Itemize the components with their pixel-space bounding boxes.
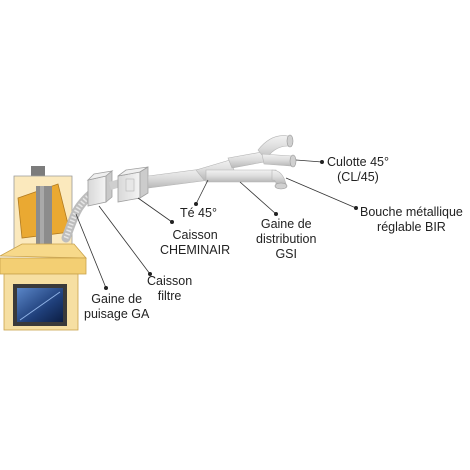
label-te: Té 45° <box>180 206 217 220</box>
leader-gaine-distribution <box>239 181 277 215</box>
vent-outlet-top <box>286 134 294 148</box>
label-culotte: Culotte 45° (CL/45) <box>327 155 389 184</box>
vent-outlet-mid <box>289 154 297 168</box>
leader-caisson-cheminair <box>137 197 173 223</box>
leader-te <box>195 179 209 205</box>
leader-lines <box>75 159 357 289</box>
inner-flue-highlight <box>40 186 44 248</box>
label-bouche: Bouche métallique réglable BIR <box>360 205 463 234</box>
chimney-top <box>31 166 45 178</box>
leader-culotte <box>295 159 323 163</box>
label-caisson-filtre: Caisson filtre <box>147 274 193 303</box>
fireplace <box>0 166 87 331</box>
glass-reflection <box>19 291 61 321</box>
label-gaine-puisage: Gaine de puisage GA <box>84 292 150 321</box>
culotte-45 <box>257 134 297 168</box>
leader-caisson-filtre <box>98 205 151 275</box>
mantel-shelf <box>0 243 87 259</box>
distribution-duct <box>147 151 277 189</box>
bouche-branch <box>271 169 288 190</box>
leader-gaine-puisage <box>75 213 107 289</box>
cheminair-box <box>117 166 149 203</box>
label-caisson-cheminair: Caisson CHEMINAIR <box>160 228 231 257</box>
mantel-lintel <box>0 257 87 275</box>
leader-dots <box>104 160 358 290</box>
leader-bouche <box>285 177 357 209</box>
bouche-metallique <box>274 182 288 190</box>
filter-box <box>86 170 114 207</box>
label-gaine-distribution: Gaine de distribution GSI <box>256 217 317 261</box>
